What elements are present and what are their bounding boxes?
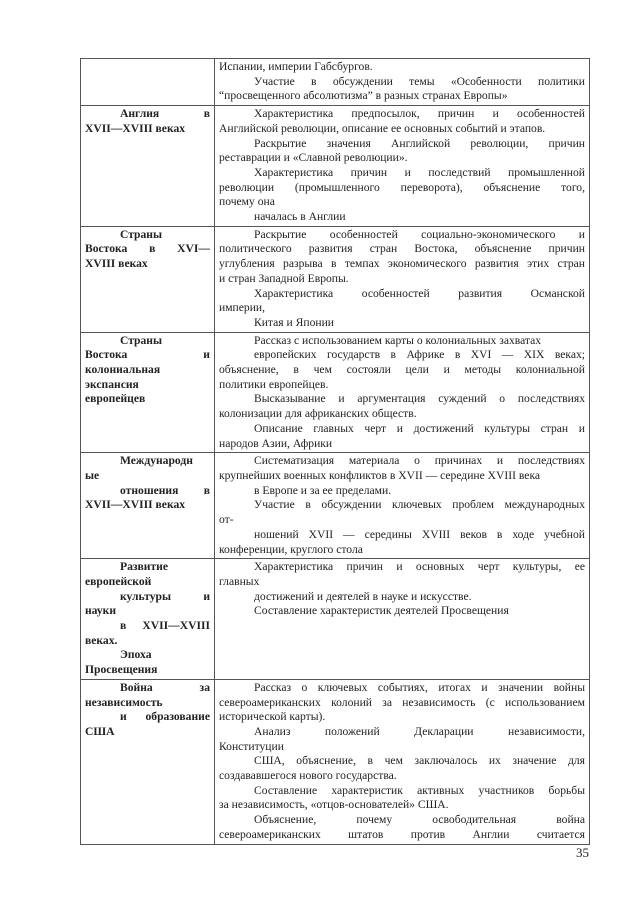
text-line: европейских государств в Африке в XVI — … <box>254 348 585 362</box>
text-line: исторической карты). <box>219 710 326 724</box>
text-line: веках. <box>85 633 118 647</box>
text-line: Анализ положений Декларации независимост… <box>254 724 585 738</box>
text-line: крупнейших военных конфликтов в XVII — с… <box>219 468 541 482</box>
text-line: США, объяснение, в чем заключалось их зн… <box>254 754 585 768</box>
text-line: политического развития стран Востока, об… <box>219 242 585 256</box>
text-line: Характеристика особенностей развития Осм… <box>254 286 585 300</box>
text-line: Война за <box>120 680 210 694</box>
text-line: революции (промышленного переворота), об… <box>219 180 585 194</box>
text-line: XVII—XVIII веках <box>85 121 186 135</box>
text-line: Участие в обсуждении темы «Особенности п… <box>254 74 585 88</box>
text-line: XVII—XVIII веках <box>85 498 186 512</box>
text-line: Составление характеристик активных участ… <box>254 783 585 797</box>
text-line: Характеристика причин и последствий пром… <box>254 165 585 179</box>
text-line: Характеристика причин и основных черт ку… <box>254 560 585 574</box>
text-line: европейской <box>85 574 152 588</box>
text-line: и образование <box>120 710 210 724</box>
text-line: конференции, круглого стола <box>219 542 363 556</box>
text-line: Китая и Японии <box>254 315 334 329</box>
activities-cell: Рассказ с использованием карты о колониа… <box>214 331 590 454</box>
text-line: объяснение, в чем состояли цели и методы… <box>219 363 585 377</box>
text-line: отношения в <box>120 483 210 497</box>
text-line: Эпоха <box>120 648 152 662</box>
text-line: за независимость, «отцов-основателей» СШ… <box>219 798 449 812</box>
text-line: Англия в <box>120 107 210 121</box>
text-line: колонизации для африканских обществ. <box>219 407 417 421</box>
text-line: ые <box>85 468 100 482</box>
text-line: народов Азии, Африки <box>219 436 333 450</box>
text-line: Английской революции, описание ее основн… <box>219 121 546 135</box>
text-line: началась в Англии <box>254 210 346 224</box>
activities-cell: Характеристика причин и основных черт ку… <box>214 558 590 680</box>
text-line: Развитие <box>120 560 168 574</box>
text-line: политики европейцев. <box>219 377 329 391</box>
page-number: 35 <box>576 845 589 860</box>
text-line: Конституции <box>219 739 284 753</box>
text-line: независимость <box>85 695 163 709</box>
text-line: достижений и деятелей в науке и искусств… <box>254 589 472 603</box>
text-line: Рассказ о ключевых событиях, итогах и зн… <box>254 680 585 694</box>
text-line: в XVII—XVIII <box>120 619 210 633</box>
activities-cell: Испании, империи Габсбургов.Участие в об… <box>214 57 590 107</box>
text-line: в Европе и за ее пределами. <box>254 483 392 497</box>
text-line: Рассказ с использованием карты о колониа… <box>254 333 542 347</box>
activities-cell: Раскрытие особенностей социально-экономи… <box>214 225 590 333</box>
activities-cell: Систематизация материала о причинах и по… <box>214 452 590 560</box>
text-line: империи, <box>219 301 265 315</box>
table-row: Испании, империи Габсбургов.Участие в об… <box>80 57 590 107</box>
text-line: Просвещения <box>85 663 158 677</box>
text-line: Страны <box>120 227 163 241</box>
text-line: “просвещенного абсолютизма” в разных стр… <box>219 89 508 103</box>
text-line: почему она <box>219 195 275 209</box>
text-line: Раскрытие значения Английской революции,… <box>254 136 585 150</box>
topic-cell <box>80 57 215 107</box>
text-line: Описание главных черт и достижений культ… <box>254 421 585 435</box>
text-line: создававшегося нового государства. <box>219 769 397 783</box>
text-line: Участие в обсуждении ключевых проблем ме… <box>254 498 585 512</box>
text-line: углубления разрыва в темпах экономическо… <box>219 257 585 271</box>
text-line: Международн <box>120 454 193 468</box>
text-line: Испании, империи Габсбургов. <box>219 60 373 73</box>
text-line: Составление характеристик деятелей Просв… <box>254 604 509 618</box>
text-line: США <box>85 724 115 738</box>
text-line: североамериканских колоний за независимо… <box>219 695 585 709</box>
text-line: Высказывание и аргументация суждений о п… <box>254 392 585 406</box>
text-line: науки <box>85 604 117 618</box>
text-line: колониальная <box>85 363 161 377</box>
text-line: и стран Западной Европы. <box>219 271 349 285</box>
activities-cell: Рассказ о ключевых событиях, итогах и зн… <box>214 678 590 845</box>
text-line: главных <box>219 574 260 588</box>
text-line: европейцев <box>85 392 146 406</box>
text-line: Объяснение, почему освободительная война <box>254 813 585 827</box>
text-line: культуры и <box>120 589 210 603</box>
activities-cell: Характеристика предпосылок, причин и осо… <box>214 105 590 227</box>
text-line: Страны <box>120 333 163 347</box>
text-line: реставрации и «Славной революции». <box>219 151 408 165</box>
text-line: Востока и <box>85 348 210 362</box>
text-line: Систематизация материала о причинах и по… <box>254 454 585 468</box>
text-line: XVIII веках <box>85 257 148 271</box>
text-line: от- <box>219 513 234 527</box>
text-line: ношений XVII — середины XVIII веков в хо… <box>254 527 585 541</box>
curriculum-table: Испании, империи Габсбургов.Участие в об… <box>80 57 590 845</box>
text-line: экспансия <box>85 377 139 391</box>
text-line: североамериканских штатов против Англии … <box>219 827 585 841</box>
text-line: Востока в XVI— <box>85 242 210 256</box>
text-line: Характеристика предпосылок, причин и осо… <box>254 107 585 121</box>
text-line: Раскрытие особенностей социально-экономи… <box>254 227 585 241</box>
